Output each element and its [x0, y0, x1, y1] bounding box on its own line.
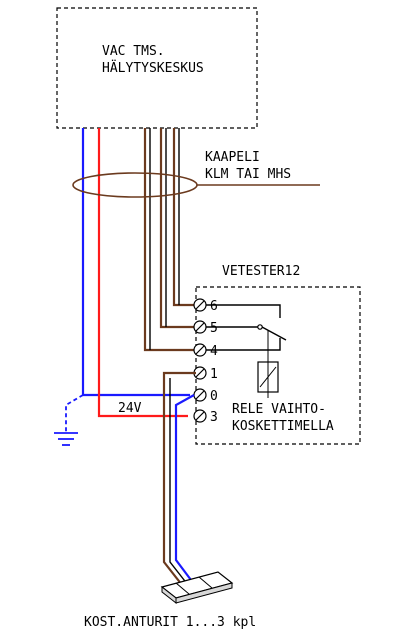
- device-box: [195, 286, 361, 445]
- device-name: VETESTER12: [222, 264, 300, 279]
- brown-wire-term5: [159, 128, 196, 329]
- terminal-6: 6: [193, 298, 218, 314]
- relay-coil: [257, 361, 279, 393]
- sensor-black-wire: [169, 378, 189, 586]
- ground-icon: [54, 432, 78, 446]
- relay-switch-arm: [261, 326, 287, 341]
- relay-no-contact-line: [206, 338, 281, 351]
- terminal-1-label: 1: [210, 367, 218, 382]
- cable-label-line2: KLM TAI MHS: [205, 167, 291, 182]
- terminal-4-label: 4: [210, 344, 218, 359]
- terminal-5: 5: [193, 320, 218, 336]
- relay-pivot: [257, 324, 263, 330]
- relay-label-line2: KOSKETTIMELLA: [232, 419, 334, 434]
- brown-wire-term6: [172, 128, 196, 307]
- alarm-center-title-line1: VAC TMS.: [102, 44, 165, 59]
- sensor-blue-wire: [174, 394, 195, 585]
- terminal-1: 1: [193, 366, 218, 382]
- sensor-tape-icon: [160, 571, 234, 605]
- red-wire-24v: [97, 128, 188, 418]
- terminal-3: 3: [193, 409, 218, 425]
- terminal-0-label: 0: [210, 389, 218, 404]
- relay-label-line1: RELE VAIHTO-: [232, 402, 326, 417]
- terminal-0: 0: [193, 388, 218, 404]
- relay-nc-contact-line: [206, 304, 281, 318]
- terminal-3-label: 3: [210, 410, 218, 425]
- ground-dashed-branch: [65, 394, 84, 432]
- cable-label-line1: KAAPELI: [205, 150, 260, 165]
- terminal-6-label: 6: [210, 299, 218, 314]
- relay-coil-slash: [259, 366, 277, 388]
- sensors-label: KOST.ANTURIT 1...3 kpl: [84, 615, 256, 630]
- terminal-5-label: 5: [210, 321, 218, 336]
- brown-wire-term4: [143, 128, 196, 352]
- supply-voltage-label: 24V: [118, 401, 142, 416]
- terminal-4: 4: [193, 343, 218, 359]
- sensor-brown-wire: [162, 371, 196, 586]
- alarm-center-title-line2: HÄLYTYSKESKUS: [102, 60, 204, 76]
- alarm-center-box: [56, 7, 258, 129]
